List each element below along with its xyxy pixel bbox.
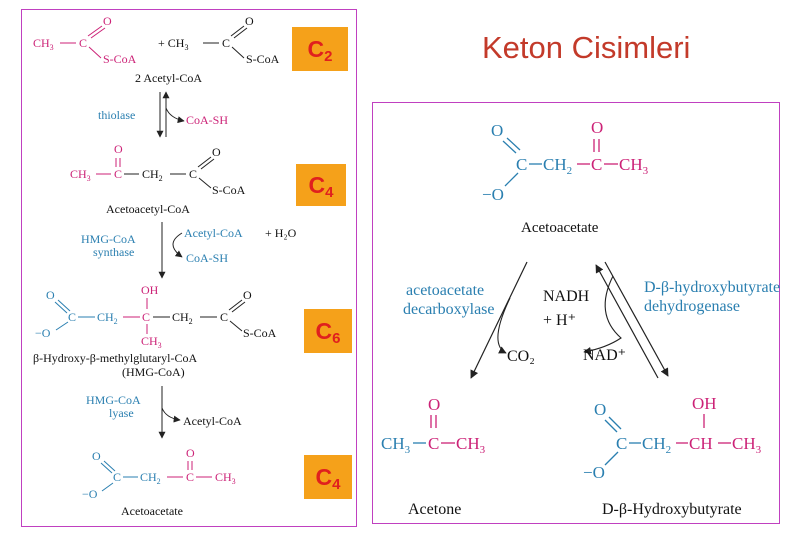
hmg-coa-structure: O C −O CH2 C OH CH3 CH2 C O S-CoA [35,283,277,350]
acetyl-coa-structure-1: CH3 C O S-CoA [33,14,137,66]
svg-text:O: O [591,118,603,137]
svg-text:S-CoA: S-CoA [212,183,246,197]
svg-text:CH3: CH3 [732,434,762,456]
svg-text:S-CoA: S-CoA [103,52,137,66]
svg-text:C: C [113,470,121,484]
svg-text:−O: −O [583,463,605,482]
co2-product: CO₂ [507,348,535,365]
nadh-label: NADH [543,288,590,305]
svg-text:−O: −O [35,326,51,340]
svg-text:CH2: CH2 [97,310,118,326]
nad-plus-label: NAD⁺ [583,347,626,364]
left-pathway-panel [21,9,357,527]
hydroxybutyrate-label: D-β-Hydroxybutyrate [602,501,742,518]
acetyl-coa-input: Acetyl-CoA [184,226,243,240]
svg-text:O: O [46,288,55,302]
svg-text:CH3: CH3 [215,470,236,486]
svg-text:O: O [186,446,195,460]
svg-text:O: O [245,14,254,28]
acetoacetate-label-left: Acetoacetate [121,504,183,518]
hmg-coa-lyase-label-2: lyase [109,406,134,420]
svg-text:S-CoA: S-CoA [246,52,280,66]
svg-text:CH2: CH2 [543,155,572,177]
svg-text:OH: OH [141,283,159,297]
svg-text:−O: −O [482,185,504,204]
svg-text:CH3: CH3 [619,155,649,177]
svg-text:C: C [79,36,87,50]
acetyl-coa-structure-2: C O S-CoA [203,14,280,66]
svg-text:CH3: CH3 [456,434,486,456]
coa-sh-product-1: CoA-SH [186,113,228,127]
hmg-coa-label-2: (HMG-CoA) [122,365,185,379]
svg-text:C: C [222,36,230,50]
svg-text:O: O [92,449,101,463]
svg-text:C: C [189,167,197,181]
page-title: Keton Cisimleri [482,30,691,65]
carbon-count-box-c2: C2 [292,27,348,71]
svg-text:C: C [68,310,76,324]
hydroxybutyrate-dehydrogenase-label-1: D-β-hydroxybutyrate [644,279,780,296]
svg-text:C: C [220,310,228,324]
svg-text:OH: OH [692,394,717,413]
svg-text:C: C [616,434,627,453]
svg-text:CH: CH [689,434,713,453]
water-input: + H₂O [265,226,297,240]
svg-text:+ CH3: + CH3 [158,36,188,52]
acetoacetate-structure-left: O C −O CH2 C O CH3 [82,446,236,501]
acetoacetate-decarboxylase-label-2: decarboxylase [403,301,495,318]
carbon-count-box-c4-top: C4 [296,164,346,206]
hmg-coa-synthase-label-2: synthase [93,245,134,259]
acetone-label: Acetone [408,501,461,518]
svg-text:CH3: CH3 [381,434,411,456]
svg-text:CH2: CH2 [642,434,671,456]
svg-text:CH2: CH2 [140,470,161,486]
svg-text:O: O [243,288,252,302]
svg-text:C: C [516,155,527,174]
svg-text:CH3: CH3 [70,167,91,183]
hmg-coa-synthase-label-1: HMG-CoA [81,232,136,246]
carbon-count-box-c6: C6 [304,309,352,353]
acetoacetyl-coa-label: Acetoacetyl-CoA [106,202,190,216]
right-pathway-panel [372,102,780,524]
hmg-coa-label-1: β-Hydroxy-β-methylglutaryl-CoA [33,351,198,365]
acetone-structure: O CH3 C CH3 [381,395,486,456]
acetyl-coa-product: Acetyl-CoA [183,414,242,428]
svg-text:O: O [114,142,123,156]
svg-text:C: C [142,310,150,324]
svg-text:CH2: CH2 [172,310,193,326]
thiolase-label: thiolase [98,108,135,122]
acetoacetate-decarboxylase-label-1: acetoacetate [406,282,484,299]
svg-text:−O: −O [82,487,98,501]
svg-text:C: C [114,167,122,181]
h-plus-label: + H⁺ [543,312,576,329]
svg-text:C: C [428,434,439,453]
svg-text:C: C [186,470,194,484]
acetoacetate-label-right: Acetoacetate [521,220,599,236]
svg-text:O: O [594,400,606,419]
carbon-count-box-c4-bottom: C4 [304,455,352,499]
hydroxybutyrate-structure: O C −O CH2 CH OH CH3 [583,394,762,482]
svg-text:O: O [428,395,440,414]
hydroxybutyrate-dehydrogenase-label-2: dehydrogenase [644,298,740,315]
hmg-coa-lyase-label-1: HMG-CoA [86,393,141,407]
svg-text:S-CoA: S-CoA [243,326,277,340]
svg-text:O: O [212,145,221,159]
acetoacetate-structure-right: O C −O CH2 C O CH3 [482,118,649,204]
svg-text:CH3: CH3 [141,334,162,350]
svg-text:CH3: CH3 [33,36,54,52]
svg-text:C: C [591,155,602,174]
svg-text:O: O [491,121,503,140]
coa-sh-product-2: CoA-SH [186,251,228,265]
svg-text:CH2: CH2 [142,167,163,183]
acetyl-coa-label: 2 Acetyl-CoA [135,71,202,85]
acetoacetyl-coa-structure: CH3 C O CH2 C O S-CoA [70,142,246,197]
svg-text:O: O [103,14,112,28]
